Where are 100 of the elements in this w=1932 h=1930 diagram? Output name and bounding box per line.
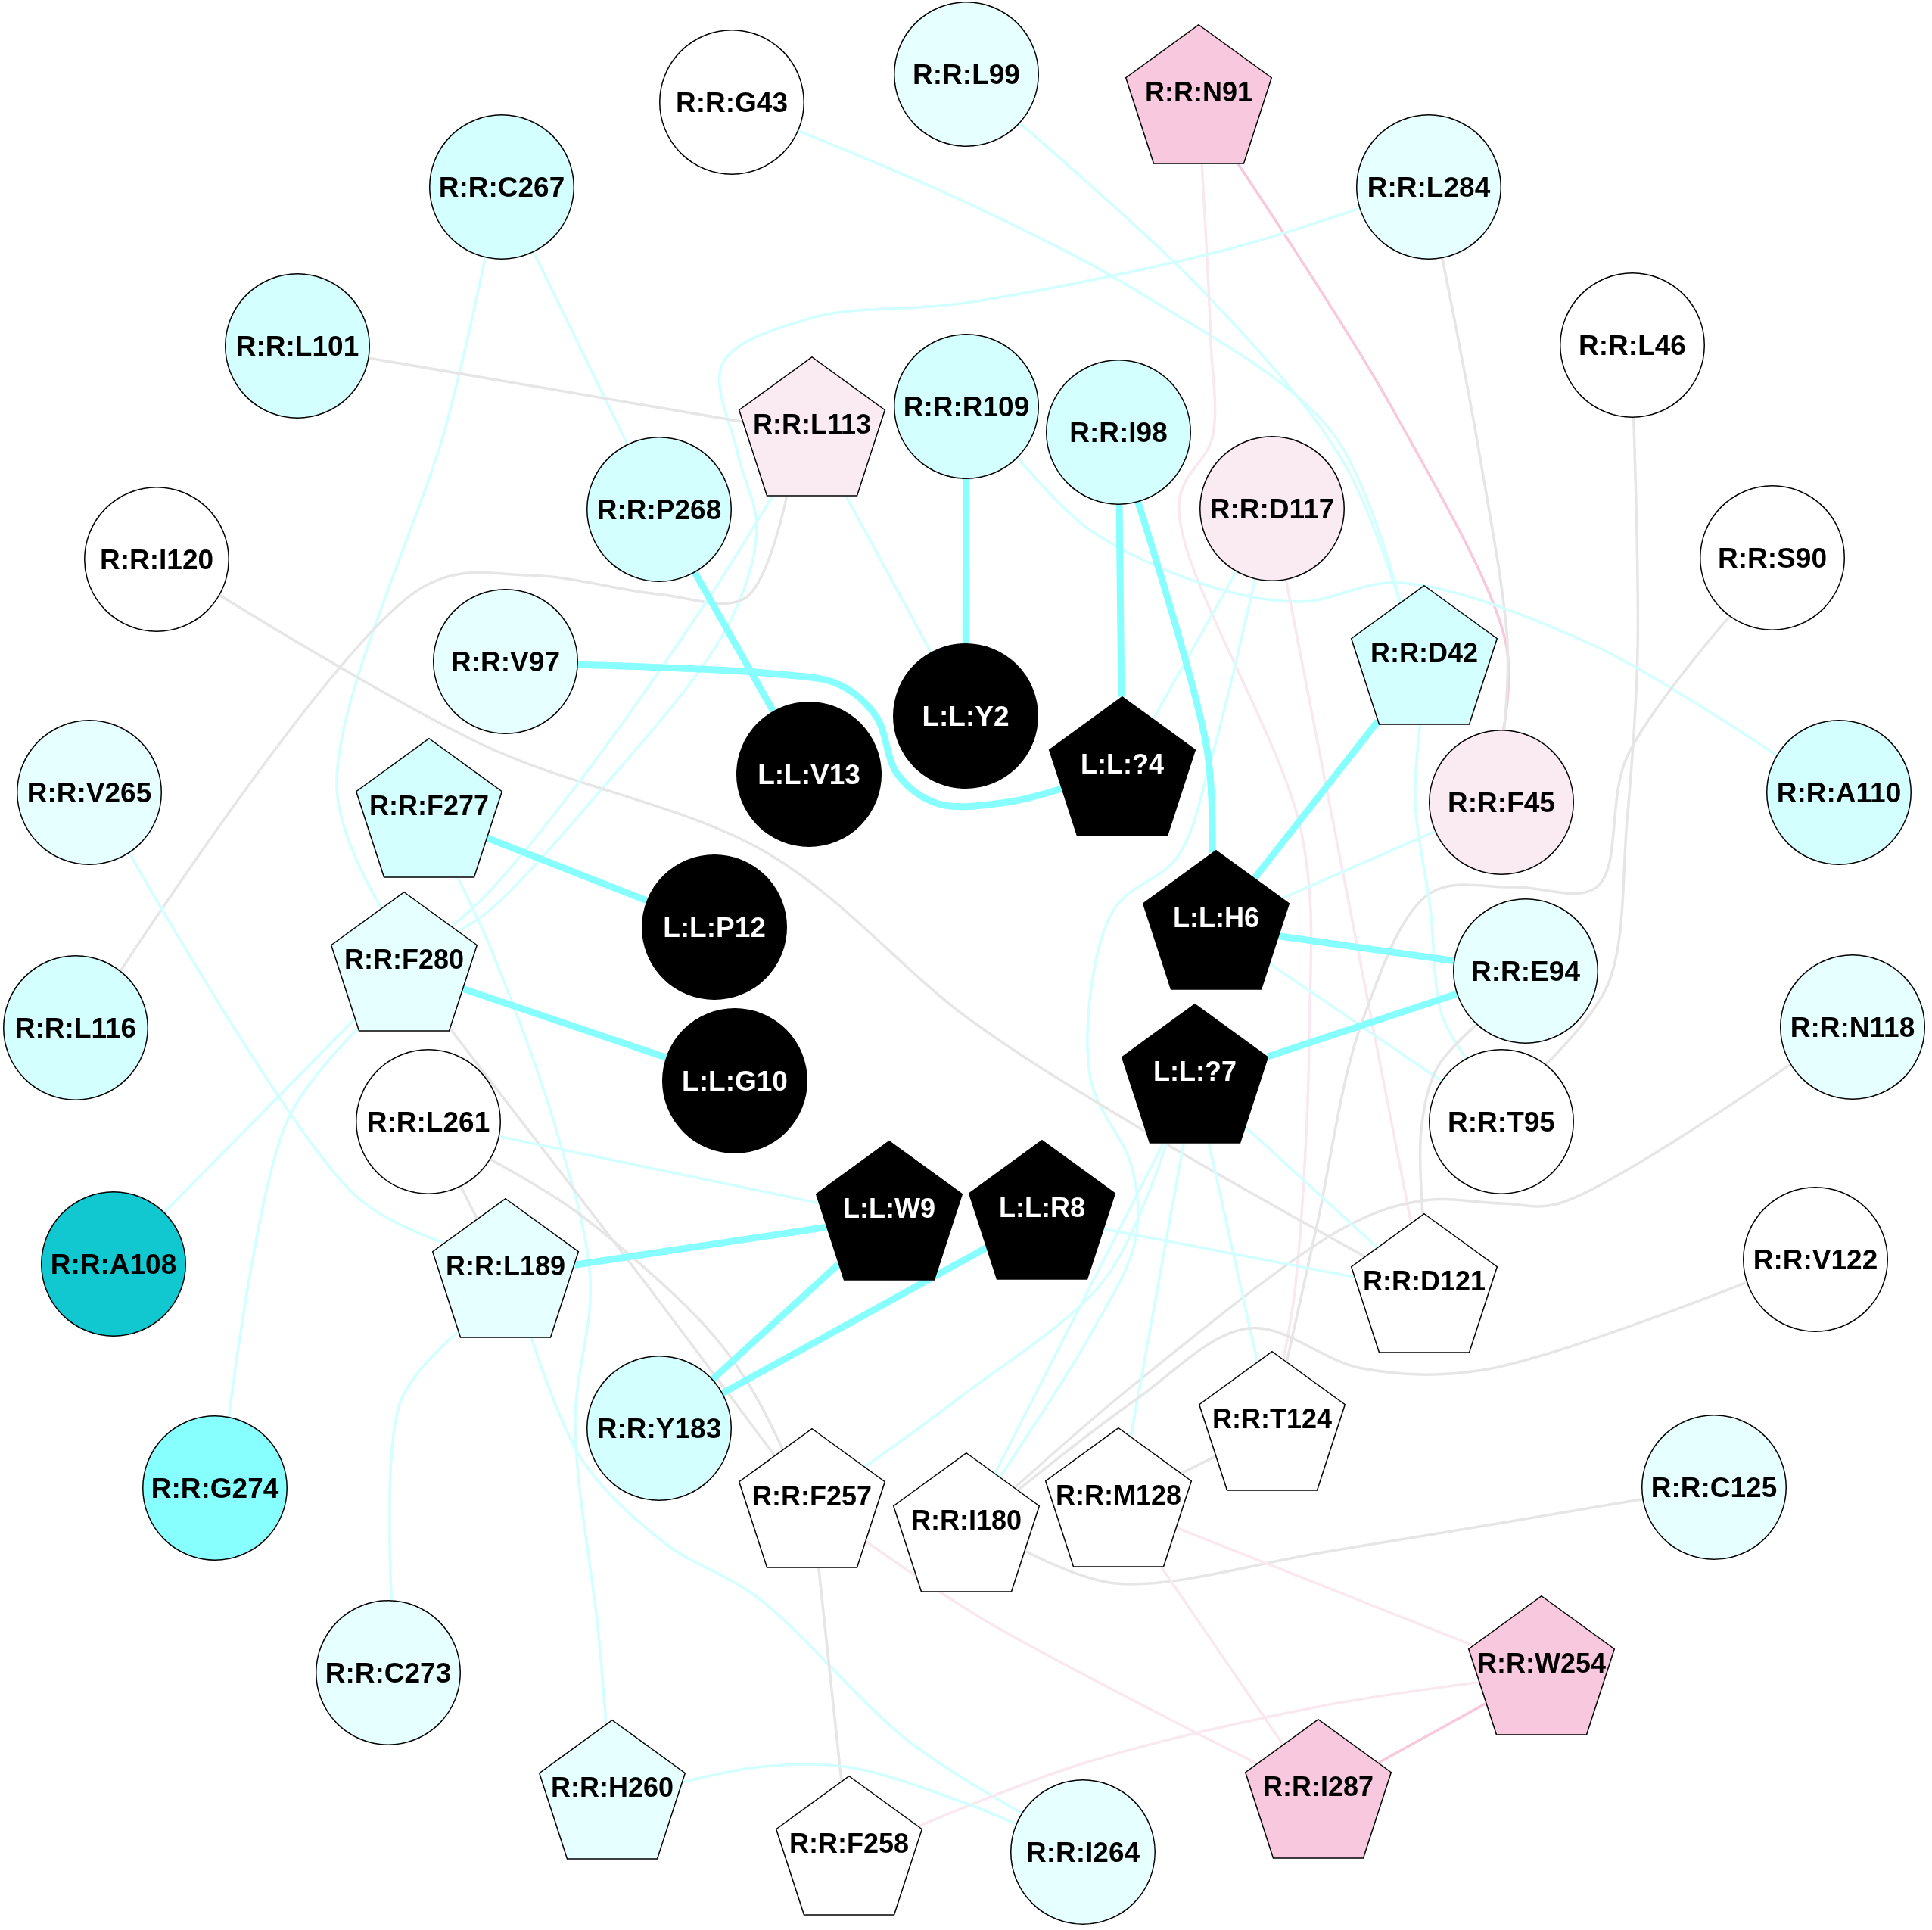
residue-node [41, 1191, 186, 1337]
contact-line [335, 257, 487, 909]
node-label: L:L:?7 [1153, 1058, 1237, 1085]
residue-node [539, 1720, 686, 1860]
contact-line [1129, 1143, 1185, 1437]
residue-node [1125, 24, 1272, 164]
residue-node [1199, 1351, 1346, 1491]
node-label: R:R:G274 [151, 1474, 279, 1502]
node-label: R:R:N91 [1145, 79, 1252, 106]
residue-node [1641, 1415, 1787, 1560]
contact-line [1441, 257, 1510, 730]
contact-line [449, 1028, 776, 1456]
node-label: R:R:D117 [1209, 494, 1335, 523]
node-label: R:R:H260 [550, 1774, 674, 1801]
residue-node [17, 720, 162, 865]
contact-line [1024, 1498, 1643, 1586]
node-label: R:R:C125 [1650, 1473, 1778, 1502]
residue-node [1453, 898, 1598, 1044]
node-label: L:L:G10 [682, 1066, 788, 1095]
residue-node [739, 1428, 885, 1568]
node-label: R:R:C267 [438, 173, 565, 201]
contact-line [1278, 932, 1454, 964]
ligand-node [642, 854, 787, 1000]
contact-line [692, 571, 776, 713]
node-label: R:R:E94 [1471, 957, 1580, 985]
ligand-node [1049, 696, 1196, 836]
node-label: R:R:P268 [596, 495, 722, 524]
node-label: R:R:M128 [1055, 1482, 1181, 1509]
residue-node [1356, 114, 1501, 260]
residue-node [1429, 1049, 1574, 1194]
residue-node [331, 892, 478, 1032]
residue-node [776, 1776, 922, 1916]
contact-line [1252, 719, 1381, 880]
contact-line [863, 1142, 1168, 1468]
node-label: R:R:T95 [1448, 1107, 1555, 1136]
contact-line [798, 129, 1402, 603]
residue-node [894, 334, 1039, 479]
residue-node [1351, 1213, 1498, 1353]
node-label: R:R:I287 [1262, 1773, 1374, 1801]
contact-line [120, 496, 789, 972]
node-label: L:L:Y2 [922, 702, 1010, 730]
contact-line [574, 1223, 827, 1269]
contact-line [682, 1763, 1017, 1826]
contact-line [1115, 504, 1125, 697]
contact-line [1019, 122, 1402, 603]
node-label: L:L:H6 [1173, 904, 1259, 932]
contact-line [1377, 1702, 1487, 1764]
contact-line [499, 1135, 820, 1205]
residue-node [3, 955, 148, 1100]
residue-node [893, 1452, 1040, 1592]
contact-line [1418, 1023, 1478, 1215]
contact-line [387, 1331, 459, 1601]
node-label: R:R:W254 [1477, 1650, 1606, 1677]
contact-line [1160, 1566, 1284, 1745]
contact-line [486, 835, 649, 904]
residue-node [433, 589, 578, 734]
contact-line [1103, 1227, 1355, 1278]
residue-node [1766, 720, 1912, 865]
node-label: L:L:P12 [663, 913, 766, 942]
contact-line [1237, 163, 1510, 730]
contact-line [962, 479, 970, 643]
node-label: L:L:V13 [758, 760, 860, 789]
node-label: R:R:A108 [50, 1250, 177, 1278]
residue-node [1351, 585, 1498, 725]
contact-line [1266, 990, 1458, 1060]
node-label: R:R:G43 [676, 88, 788, 117]
node-label: R:R:L99 [913, 60, 1020, 89]
node-label: R:R:F277 [369, 792, 489, 820]
residue-node [1743, 1187, 1888, 1332]
contact-line [720, 1244, 988, 1396]
contact-line [1181, 1455, 1217, 1475]
ligand-node [969, 1140, 1115, 1280]
contact-line [1414, 724, 1467, 1060]
residue-node [1700, 485, 1845, 630]
contact-line [163, 1018, 356, 1213]
contact-line [1178, 163, 1313, 1360]
residue-node [84, 487, 229, 632]
contact-line [450, 495, 774, 928]
residue-node [659, 30, 804, 175]
node-label: R:R:D121 [1362, 1268, 1486, 1295]
residue-node [1560, 272, 1705, 418]
node-label: R:R:F280 [344, 946, 464, 973]
contact-line [845, 495, 932, 653]
residue-node [1245, 1719, 1392, 1859]
node-label: R:R:I180 [910, 1507, 1022, 1534]
node-label: R:R:R109 [903, 392, 1030, 421]
contact-line [219, 593, 1366, 1258]
node-label: L:L:W9 [843, 1195, 935, 1222]
contact-line [577, 661, 1062, 811]
contact-line [1207, 1143, 1259, 1362]
node-label: R:R:N118 [1790, 1013, 1915, 1041]
ligand-node [816, 1141, 963, 1281]
node-label: R:R:D42 [1370, 640, 1478, 667]
contact-line [918, 1680, 1479, 1828]
contact-line [369, 356, 743, 424]
residue-node [1199, 436, 1345, 581]
node-label: R:R:V97 [451, 647, 560, 676]
residue-node [1045, 1427, 1192, 1567]
node-label: R:R:I120 [99, 545, 214, 574]
contact-line [532, 251, 629, 445]
